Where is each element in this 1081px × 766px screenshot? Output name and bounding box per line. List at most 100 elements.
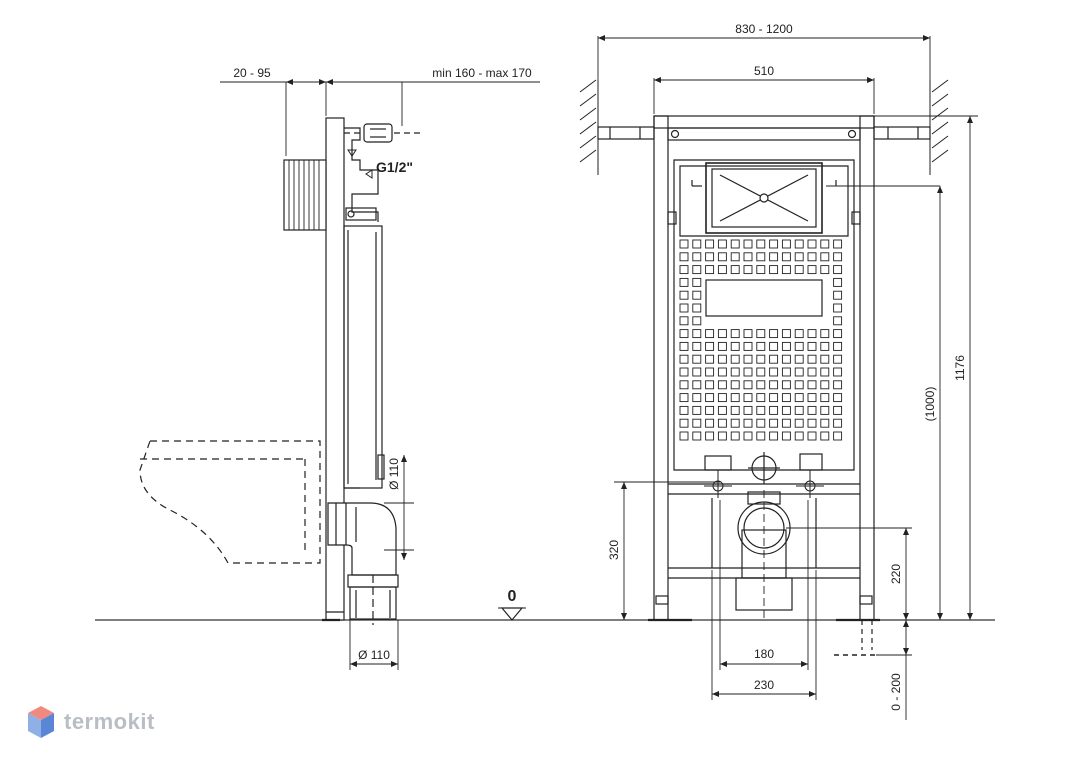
grid-square bbox=[769, 239, 779, 249]
grid-square bbox=[743, 341, 753, 351]
thread-marker-icon bbox=[365, 169, 373, 179]
grid-square bbox=[833, 405, 843, 415]
grid-square bbox=[692, 329, 702, 339]
grid-square bbox=[833, 303, 843, 313]
grid-square bbox=[807, 393, 817, 403]
grid-square bbox=[820, 380, 830, 390]
cube-logo-icon bbox=[28, 706, 54, 738]
grid-square bbox=[679, 418, 689, 428]
grid-square bbox=[756, 393, 766, 403]
grid-square bbox=[705, 265, 715, 275]
inlet-marker-icon bbox=[347, 149, 357, 157]
grid-square bbox=[820, 354, 830, 364]
grid-square bbox=[717, 393, 727, 403]
grid-square bbox=[769, 380, 779, 390]
grid-square bbox=[781, 367, 791, 377]
grid-square bbox=[692, 303, 702, 313]
grid-square bbox=[743, 329, 753, 339]
grid-square bbox=[705, 252, 715, 262]
grid-square bbox=[781, 252, 791, 262]
grid-square bbox=[705, 341, 715, 351]
label-pipe-110-bottom: Ø 110 bbox=[358, 648, 390, 662]
grid-square bbox=[679, 354, 689, 364]
grid-square bbox=[679, 405, 689, 415]
grid-square bbox=[692, 418, 702, 428]
grid-square bbox=[794, 329, 804, 339]
grid-square bbox=[781, 341, 791, 351]
grid-square bbox=[820, 393, 830, 403]
grid-square bbox=[730, 431, 740, 441]
grid-square bbox=[833, 252, 843, 262]
grid-square bbox=[807, 354, 817, 364]
grid-square bbox=[692, 277, 702, 287]
grid-square bbox=[743, 393, 753, 403]
grid-square bbox=[679, 367, 689, 377]
grid-square bbox=[794, 252, 804, 262]
grid-square bbox=[807, 431, 817, 441]
grid-square bbox=[769, 265, 779, 275]
grid-square bbox=[717, 354, 727, 364]
grid-square bbox=[781, 265, 791, 275]
label-side-offset: 20 - 95 bbox=[233, 66, 271, 80]
grid-square bbox=[730, 265, 740, 275]
grid-square bbox=[833, 367, 843, 377]
grid-square bbox=[807, 239, 817, 249]
grid-square bbox=[717, 431, 727, 441]
grid-square bbox=[756, 341, 766, 351]
grid-square bbox=[769, 329, 779, 339]
grid-square bbox=[833, 329, 843, 339]
grid-square bbox=[717, 239, 727, 249]
grid-square bbox=[833, 290, 843, 300]
grid-square bbox=[679, 316, 689, 326]
grid-square bbox=[679, 265, 689, 275]
grid-square bbox=[743, 367, 753, 377]
grid-square bbox=[820, 405, 830, 415]
grid-square bbox=[692, 316, 702, 326]
grid-square bbox=[820, 265, 830, 275]
grid-square bbox=[743, 405, 753, 415]
grid-square bbox=[769, 252, 779, 262]
grid-square bbox=[692, 354, 702, 364]
grid-square bbox=[833, 341, 843, 351]
grid-square bbox=[756, 405, 766, 415]
grid-square bbox=[820, 252, 830, 262]
grid-square bbox=[717, 341, 727, 351]
grid-square bbox=[833, 418, 843, 428]
grid-square bbox=[807, 341, 817, 351]
grid-square bbox=[807, 329, 817, 339]
grid-square bbox=[705, 367, 715, 377]
grid-square bbox=[781, 239, 791, 249]
grid-square bbox=[705, 380, 715, 390]
grid-square bbox=[781, 405, 791, 415]
grid-square bbox=[743, 418, 753, 428]
grid-square bbox=[692, 290, 702, 300]
left-wall bbox=[579, 79, 599, 175]
brand-name: termokit bbox=[64, 709, 155, 734]
grid-square bbox=[692, 265, 702, 275]
grid-square bbox=[679, 393, 689, 403]
grid-square bbox=[743, 431, 753, 441]
grid-square bbox=[717, 252, 727, 262]
grid-square bbox=[679, 431, 689, 441]
grid-square bbox=[769, 418, 779, 428]
grid-square bbox=[781, 418, 791, 428]
grid-square bbox=[833, 354, 843, 364]
grid-square bbox=[781, 354, 791, 364]
grid-square bbox=[807, 252, 817, 262]
grid-square bbox=[679, 329, 689, 339]
grid-square bbox=[717, 329, 727, 339]
grid-square bbox=[730, 418, 740, 428]
grid-square bbox=[717, 380, 727, 390]
grid-square bbox=[705, 418, 715, 428]
grid-square bbox=[769, 431, 779, 441]
grid-square bbox=[756, 367, 766, 377]
grid-square bbox=[833, 239, 843, 249]
grid-square bbox=[833, 277, 843, 287]
label-zero: 0 bbox=[508, 588, 517, 605]
grid-square bbox=[807, 265, 817, 275]
grid-square bbox=[743, 239, 753, 249]
grid-square bbox=[679, 341, 689, 351]
grid-square bbox=[756, 431, 766, 441]
grid-square bbox=[743, 265, 753, 275]
grid-square bbox=[743, 380, 753, 390]
